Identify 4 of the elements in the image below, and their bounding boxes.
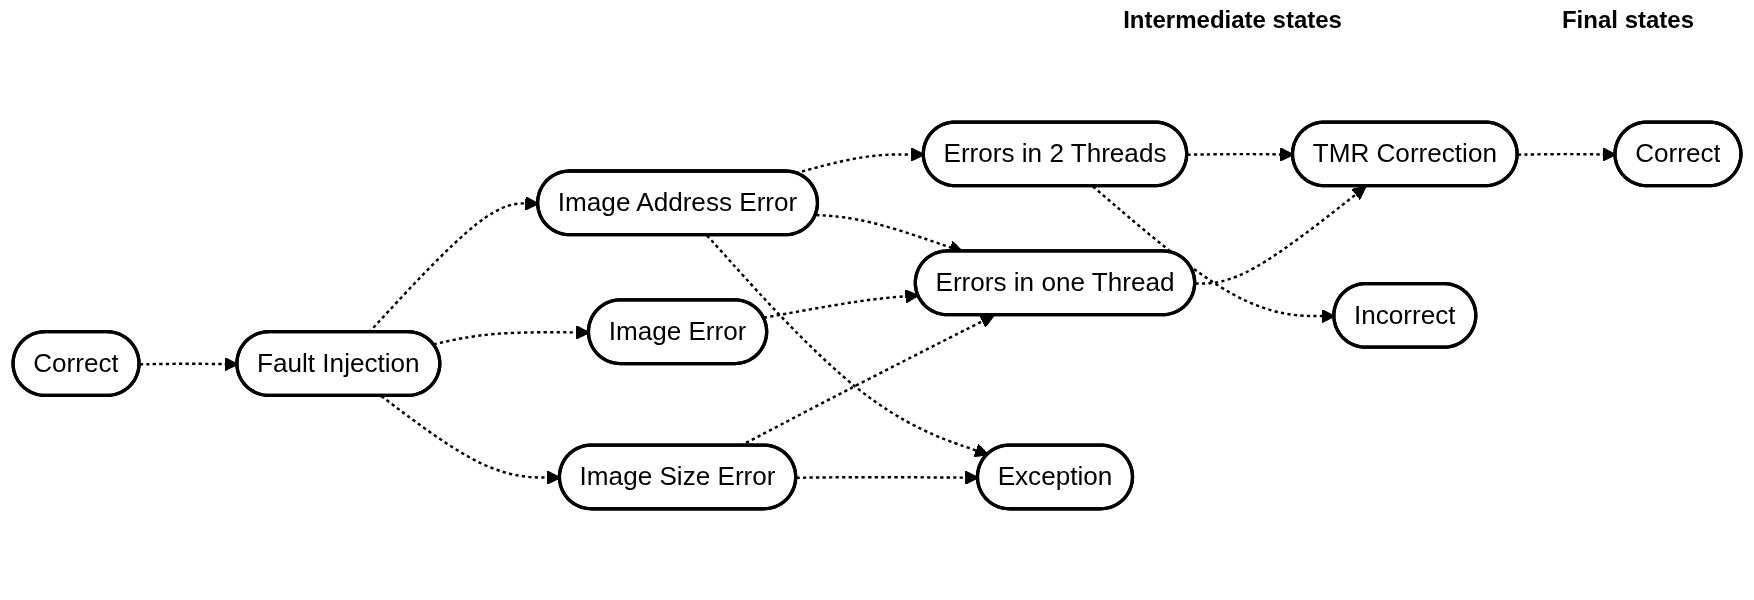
section-heading: Final states bbox=[1561, 6, 1694, 35]
arrow bbox=[706, 234, 989, 457]
section-heading: Intermediate states bbox=[1123, 6, 1342, 35]
arrow bbox=[1195, 185, 1367, 285]
